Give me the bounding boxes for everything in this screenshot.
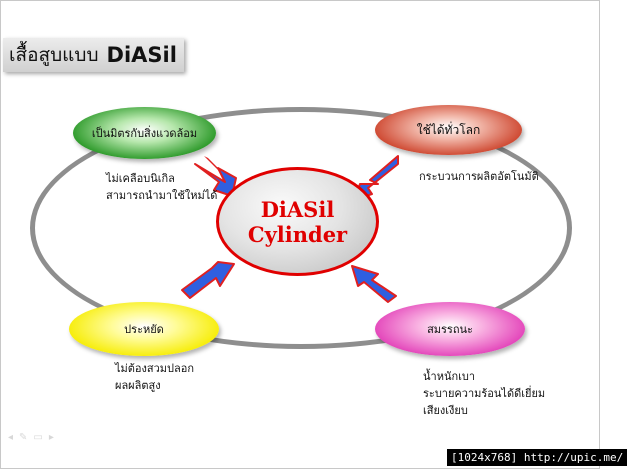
- desc-line: กระบวนการผลิตอัตโนมัติ: [419, 170, 539, 183]
- desc-performance: น้ำหนักเบา ระบายความร้อนได้ดีเยี่ยม เสีย…: [423, 368, 545, 419]
- desc-line: ไม่ต้องสวมปลอก: [115, 362, 195, 375]
- bubble-economical-label: ประหยัด: [124, 323, 164, 336]
- title-brand: DiASil: [106, 43, 177, 67]
- slides-icon[interactable]: ▭: [33, 432, 43, 443]
- desc-line: ระบายความร้อนได้ดีเยี่ยม: [423, 387, 546, 400]
- arrow-right-icon[interactable]: ▸: [48, 432, 54, 443]
- pen-icon[interactable]: ✎: [19, 432, 28, 443]
- desc-line: ไม่เคลือบนิเกิล: [106, 172, 175, 185]
- desc-worldwide: กระบวนการผลิตอัตโนมัติ: [419, 168, 539, 185]
- arrow-left-icon[interactable]: ◂: [8, 432, 14, 443]
- bubble-eco-friendly-label: เป็นมิตรกับสิ่งแวดล้อม: [91, 127, 198, 140]
- desc-line: ผลผลิตสูง: [115, 379, 161, 392]
- bubble-eco-friendly: เป็นมิตรกับสิ่งแวดล้อม: [73, 107, 216, 159]
- center-line2: Cylinder: [247, 221, 348, 247]
- slideshow-toolbar: ◂ ✎ ▭ ▸: [8, 432, 54, 443]
- outer-ring: [30, 107, 572, 349]
- arrow-bottom-right: [351, 265, 397, 303]
- desc-economical: ไม่ต้องสวมปลอก ผลผลิตสูง: [115, 360, 194, 394]
- watermark: [1024x768] http://upic.me/: [447, 449, 627, 466]
- desc-line: เสียงเงียบ: [423, 404, 468, 417]
- center-cylinder: DiASil Cylinder: [216, 167, 379, 276]
- title-thai: เสื้อสูบแบบ: [9, 44, 99, 66]
- arrows-layer: [181, 155, 399, 303]
- bubble-economical: ประหยัด: [69, 302, 219, 356]
- bubble-worldwide: ใช้ได้ทั่วโลก: [375, 105, 522, 155]
- desc-line: น้ำหนักเบา: [423, 370, 476, 383]
- arrow-bottom-left: [181, 261, 235, 299]
- desc-line: สามารถนำมาใช้ใหม่ได้: [106, 189, 218, 202]
- bubble-performance-label: สมรรถนะ: [427, 323, 473, 336]
- bubble-worldwide-label: ใช้ได้ทั่วโลก: [416, 122, 481, 137]
- center-line1: DiASil: [260, 196, 335, 222]
- bubble-performance: สมรรถนะ: [375, 302, 525, 356]
- title-box: เสื้อสูบแบบ DiASil: [3, 38, 184, 72]
- desc-eco-friendly: ไม่เคลือบนิเกิล สามารถนำมาใช้ใหม่ได้: [106, 170, 217, 204]
